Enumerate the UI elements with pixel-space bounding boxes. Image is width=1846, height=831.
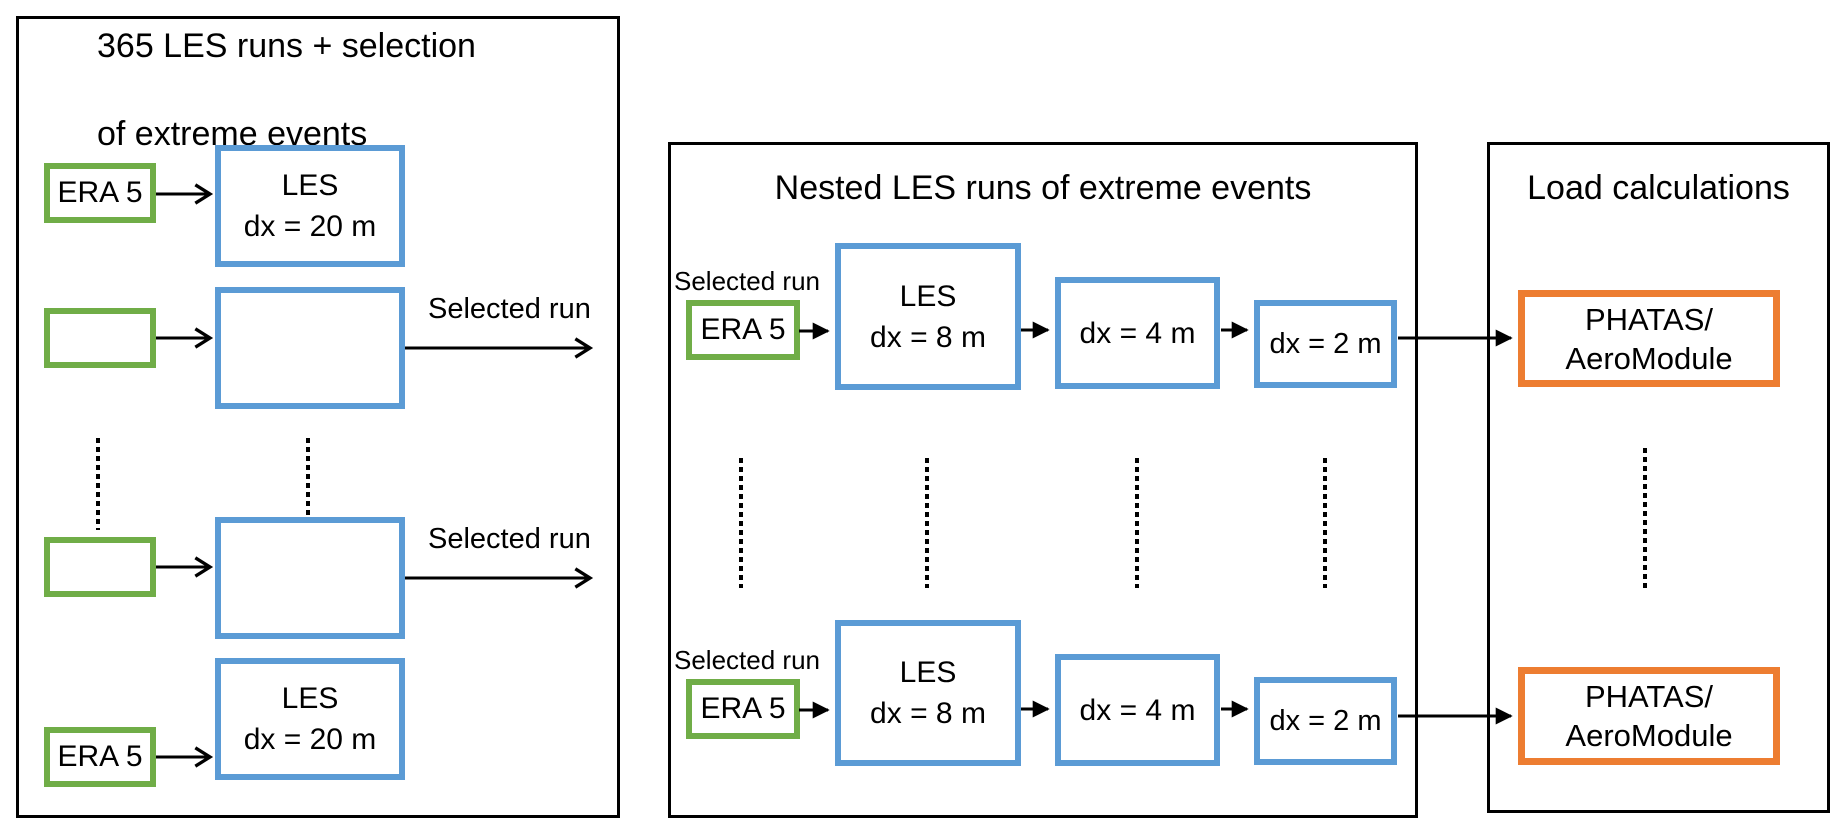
era5-box-row4-label: ERA 5 [57,740,143,773]
phatas-box1-line1: PHATAS/ [1584,301,1714,337]
les-dx8m-box-row2: LES dx = 8 m [835,620,1021,766]
phatas-box2-line1: PHATAS/ [1584,679,1714,714]
era5-box-mid-row1: ERA 5 [686,300,800,360]
les-dx20m-box-row1: LES dx = 20 m [215,145,405,267]
selected-run-caption-mid-row2: Selected run [674,645,820,675]
dx2m-box-row1-label: dx = 2 m [1269,327,1382,360]
ellipsis-dots-mid-col1 [739,458,743,588]
selected-run-label-row3: Selected run [428,523,591,555]
les-dx8m-box-row2-line1: LES [899,656,957,689]
phatas-aeromodule-box-1: PHATAS/ AeroModule [1518,290,1780,387]
les-dx20m-box-row4: LES dx = 20 m [215,658,405,780]
dx4m-box-row1-label: dx = 4 m [1079,316,1196,350]
left-panel-title: 365 LES runs + selection of extreme even… [97,24,476,156]
les-dx8m-box-row1-line2: dx = 8 m [870,320,986,354]
ellipsis-dots-mid-col4 [1323,458,1327,588]
middle-panel-title: Nested LES runs of extreme events [774,169,1312,207]
phatas-box1-line2: AeroModule [1565,340,1733,376]
era5-box-row4: ERA 5 [44,727,156,787]
les-empty-box-row3 [215,517,405,639]
left-panel-title-line1: 365 LES runs + selection [97,27,476,65]
era5-empty-box-row2 [44,308,156,368]
ellipsis-dots-left-col2 [306,438,310,530]
les-dx8m-box-row1: LES dx = 8 m [835,243,1021,390]
era5-box-mid-row2-label: ERA 5 [700,692,786,725]
era5-box-mid-row1-label: ERA 5 [700,313,786,346]
dx2m-box-row1: dx = 2 m [1254,300,1397,388]
dx4m-box-row2: dx = 4 m [1055,654,1220,766]
les-dx20m-box-row4-line1: LES [281,682,339,715]
les-dx20m-box-row1-line2: dx = 20 m [243,210,377,243]
selected-run-caption-mid-row1: Selected run [674,266,820,296]
les-dx8m-box-row1-line1: LES [899,279,957,313]
era5-box-mid-row2: ERA 5 [686,679,800,739]
phatas-aeromodule-box-2: PHATAS/ AeroModule [1518,667,1780,765]
les-dx8m-box-row2-line2: dx = 8 m [870,697,986,730]
ellipsis-dots-right [1643,448,1647,588]
dx2m-box-row2: dx = 2 m [1254,677,1397,765]
phatas-box2-line2: AeroModule [1565,718,1733,753]
era5-box-row1-label: ERA 5 [57,176,143,209]
era5-box-row1: ERA 5 [44,163,156,223]
era5-empty-box-row3 [44,537,156,597]
ellipsis-dots-mid-col2 [925,458,929,588]
dx2m-box-row2-label: dx = 2 m [1269,704,1382,737]
dx4m-box-row1: dx = 4 m [1055,277,1220,389]
dx4m-box-row2-label: dx = 4 m [1079,693,1196,727]
selected-run-label-row2: Selected run [428,293,591,325]
les-dx20m-box-row4-line2: dx = 20 m [243,723,377,756]
les-empty-box-row2 [215,287,405,409]
les-dx20m-box-row1-line1: LES [281,169,339,202]
right-panel-title: Load calculations [1527,169,1790,207]
ellipsis-dots-mid-col3 [1135,458,1139,588]
ellipsis-dots-left-col1 [96,438,100,530]
